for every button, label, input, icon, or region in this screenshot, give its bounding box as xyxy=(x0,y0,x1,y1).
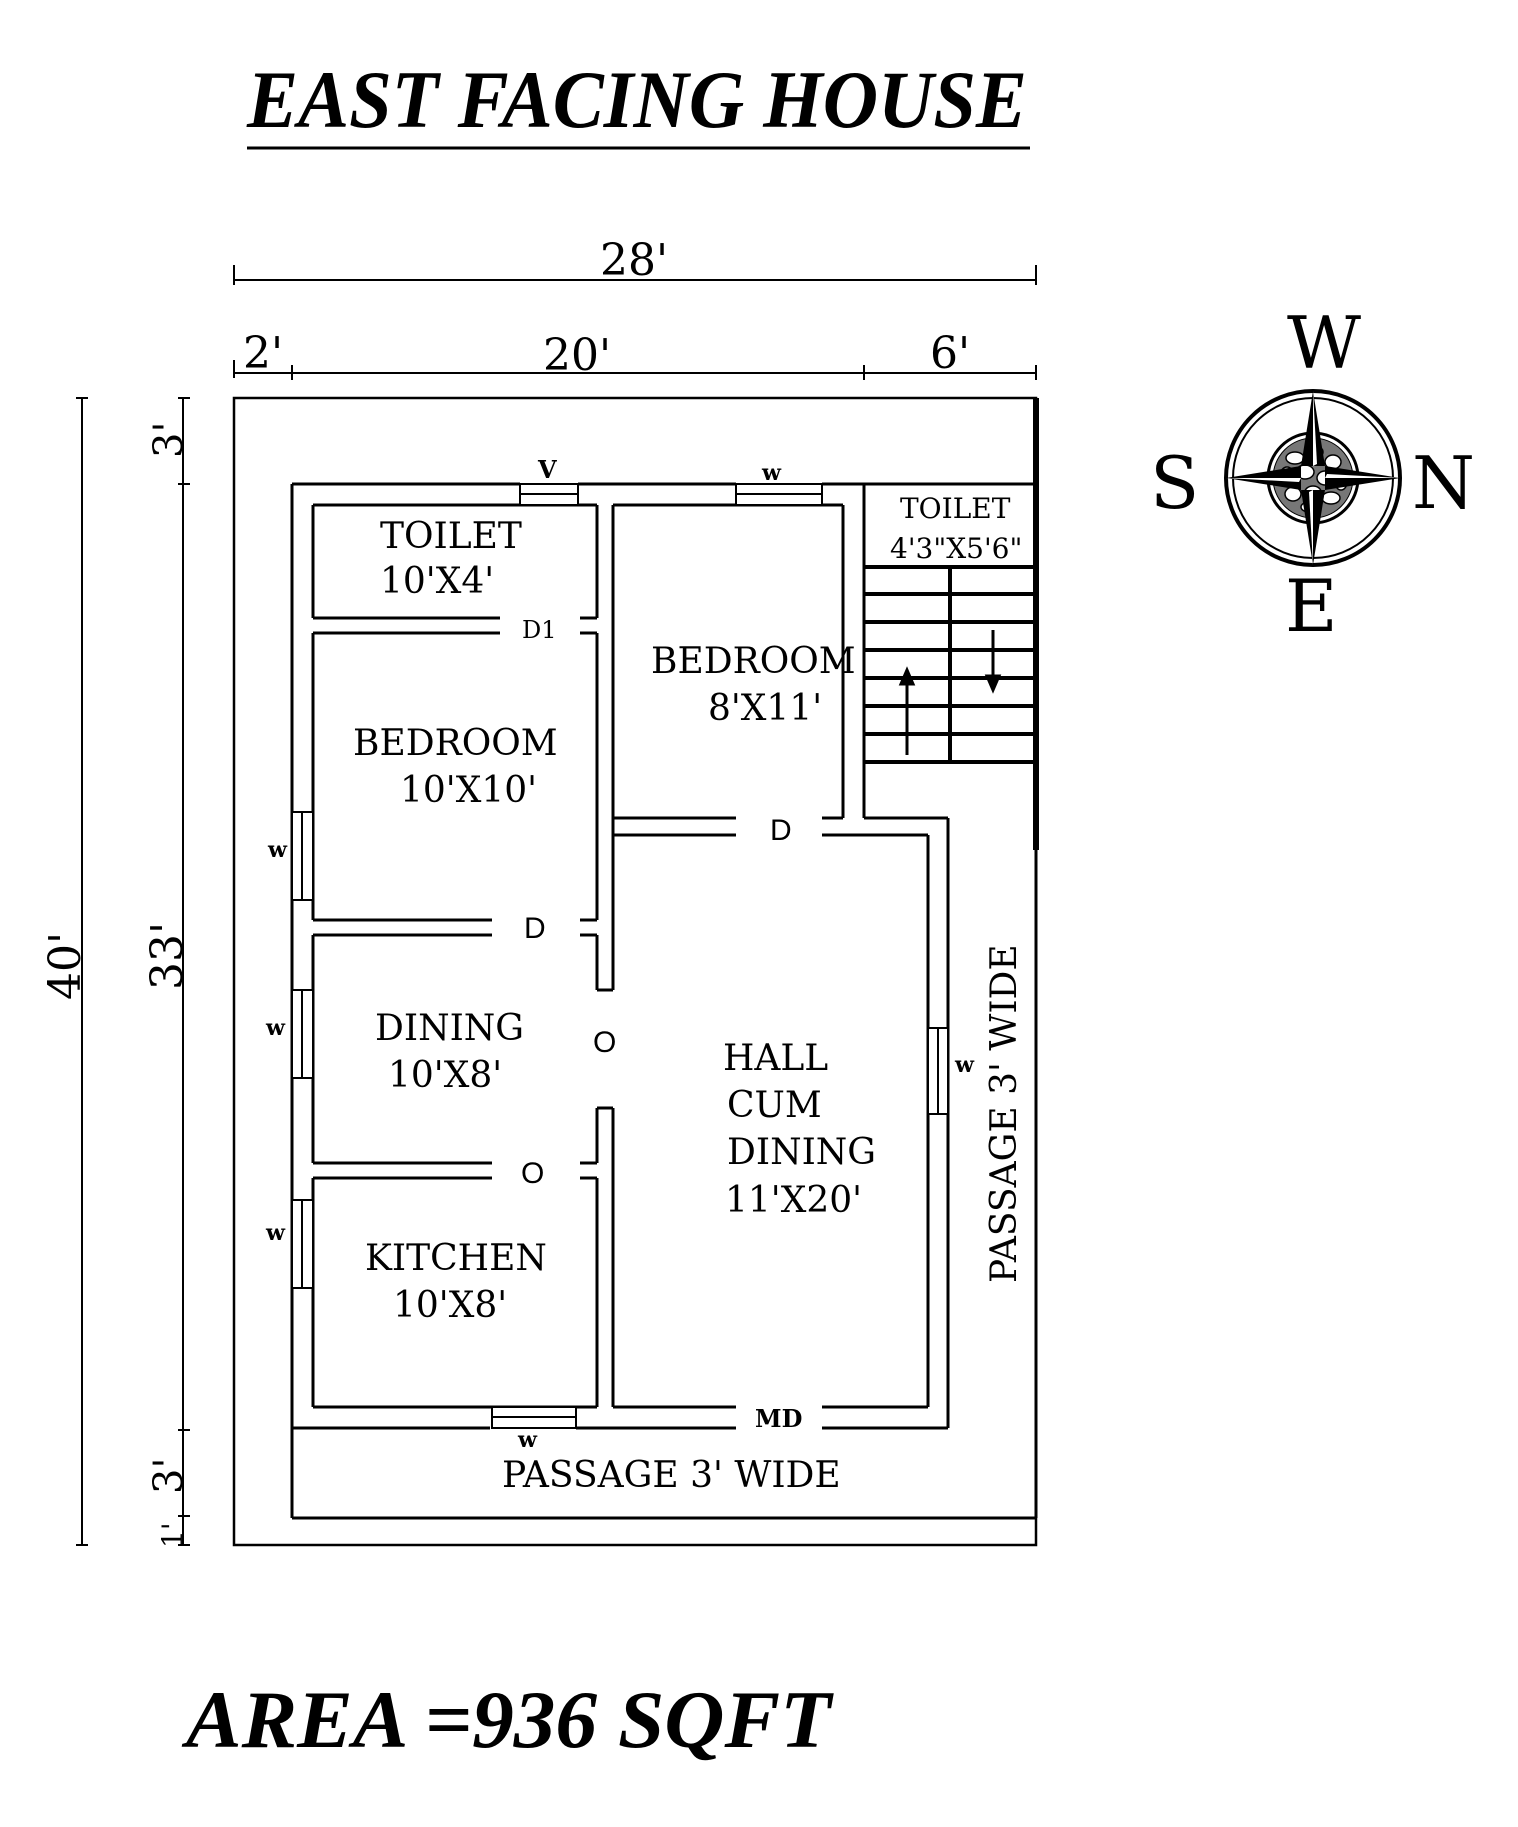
label-window-dining: w xyxy=(265,1015,286,1041)
dim-right-width: 6' xyxy=(930,328,970,379)
plot-boundary xyxy=(232,396,1039,1547)
dimension-left xyxy=(76,397,190,1546)
room-hall-line1: HALL xyxy=(723,1038,828,1079)
compass-west: W xyxy=(1287,301,1361,385)
passage-right: PASSAGE 3' WIDE xyxy=(984,944,1025,1283)
label-door-toilet: D1 xyxy=(522,616,557,644)
label-opening-dining: O xyxy=(593,1026,616,1059)
dim-left-setback: 2' xyxy=(243,328,283,379)
label-window-bedroom: w xyxy=(267,837,288,863)
room-hall-line3: DINING xyxy=(727,1132,876,1173)
label-door-bedroom-right: D xyxy=(770,814,792,847)
label-window-top-right: w xyxy=(761,460,782,486)
compass-north: N xyxy=(1412,441,1475,525)
windows xyxy=(291,483,949,1429)
label-main-door: MD xyxy=(755,1404,802,1433)
page-title: EAST FACING HOUSE xyxy=(246,54,1027,145)
dim-bottom-margin: 1' xyxy=(156,1522,189,1548)
compass-rose-icon xyxy=(1224,389,1402,567)
stair-up-arrow xyxy=(898,666,916,755)
room-bedroom-right-size: 8'X11' xyxy=(708,688,822,729)
room-dining-size: 10'X8' xyxy=(388,1055,502,1096)
room-toilet-size: 10'X4' xyxy=(380,561,494,602)
label-window-bottom: w xyxy=(517,1427,538,1453)
label-ventilator: V xyxy=(537,455,557,484)
dimension-top xyxy=(233,265,1037,380)
room-bedroom-right-name: BEDROOM xyxy=(651,641,856,682)
room-bedroom-left-name: BEDROOM xyxy=(353,723,558,764)
room-bedroom-left-size: 10'X10' xyxy=(400,770,537,811)
passage-bottom: PASSAGE 3' WIDE xyxy=(502,1455,841,1496)
label-door-bedroom-left: D xyxy=(524,912,546,945)
stair-down-arrow xyxy=(984,630,1002,694)
dim-total-width: 28' xyxy=(600,235,668,286)
staircase xyxy=(864,565,1036,764)
dim-total-depth: 40' xyxy=(40,932,91,1000)
dim-bottom-passage: 3' xyxy=(146,1458,192,1494)
room-toilet-small-name: TOILET xyxy=(900,492,1011,525)
room-hall-line2: CUM xyxy=(727,1085,822,1126)
compass-south: S xyxy=(1150,441,1199,525)
compass-east: E xyxy=(1285,564,1338,648)
dim-top-setback: 3' xyxy=(146,422,192,458)
dim-inner-width: 20' xyxy=(543,330,611,381)
room-dining-name: DINING xyxy=(375,1008,524,1049)
room-toilet-small-size: 4'3"X5'6" xyxy=(890,532,1022,565)
room-kitchen-name: KITCHEN xyxy=(365,1238,547,1279)
room-kitchen-size: 10'X8' xyxy=(393,1285,507,1326)
room-hall-size: 11'X20' xyxy=(725,1180,862,1221)
dim-inner-depth: 33' xyxy=(142,922,193,990)
label-window-kitchen: w xyxy=(265,1220,286,1246)
label-window-hall: w xyxy=(954,1052,975,1078)
room-toilet-name: TOILET xyxy=(380,516,522,557)
label-opening-kitchen: O xyxy=(521,1157,544,1190)
walls xyxy=(290,482,1038,1520)
area-label: AREA =936 SQFT xyxy=(181,1674,834,1765)
